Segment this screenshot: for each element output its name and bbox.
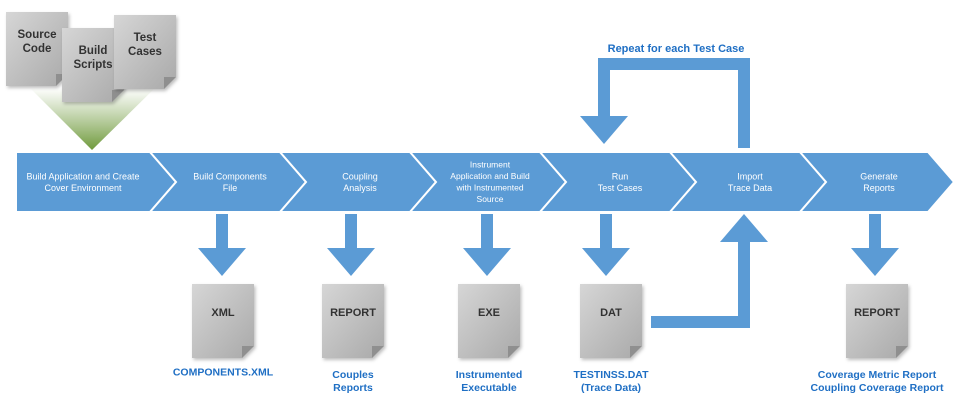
output-doc-1: XML <box>192 284 254 358</box>
output-doc-2: REPORT <box>322 284 384 358</box>
down-arrow-5 <box>851 214 899 276</box>
output-arrows <box>198 214 899 276</box>
output-doc-label: XML <box>211 307 235 319</box>
repeat-loop-label: Repeat for each Test Case <box>608 43 745 55</box>
down-arrow-1 <box>198 214 246 276</box>
down-arrow-2 <box>327 214 375 276</box>
input-funnel <box>30 88 155 150</box>
down-arrow-4 <box>582 214 630 276</box>
output-doc-label: EXE <box>478 307 500 319</box>
output-doc-label: DAT <box>600 307 622 319</box>
output-doc-label: REPORT <box>330 307 376 319</box>
output-caption-1: COMPONENTS.XML <box>173 367 274 379</box>
down-arrow-3 <box>463 214 511 276</box>
output-doc-label: REPORT <box>854 307 900 319</box>
output-doc-5: REPORT <box>846 284 908 358</box>
output-caption-4: TESTINSS.DAT(Trace Data) <box>573 369 649 394</box>
trace-data-feedback-arrow <box>651 214 768 328</box>
output-doc-3: EXE <box>458 284 520 358</box>
repeat-loop-arrow <box>580 58 750 148</box>
output-doc-4: DAT <box>580 284 642 358</box>
